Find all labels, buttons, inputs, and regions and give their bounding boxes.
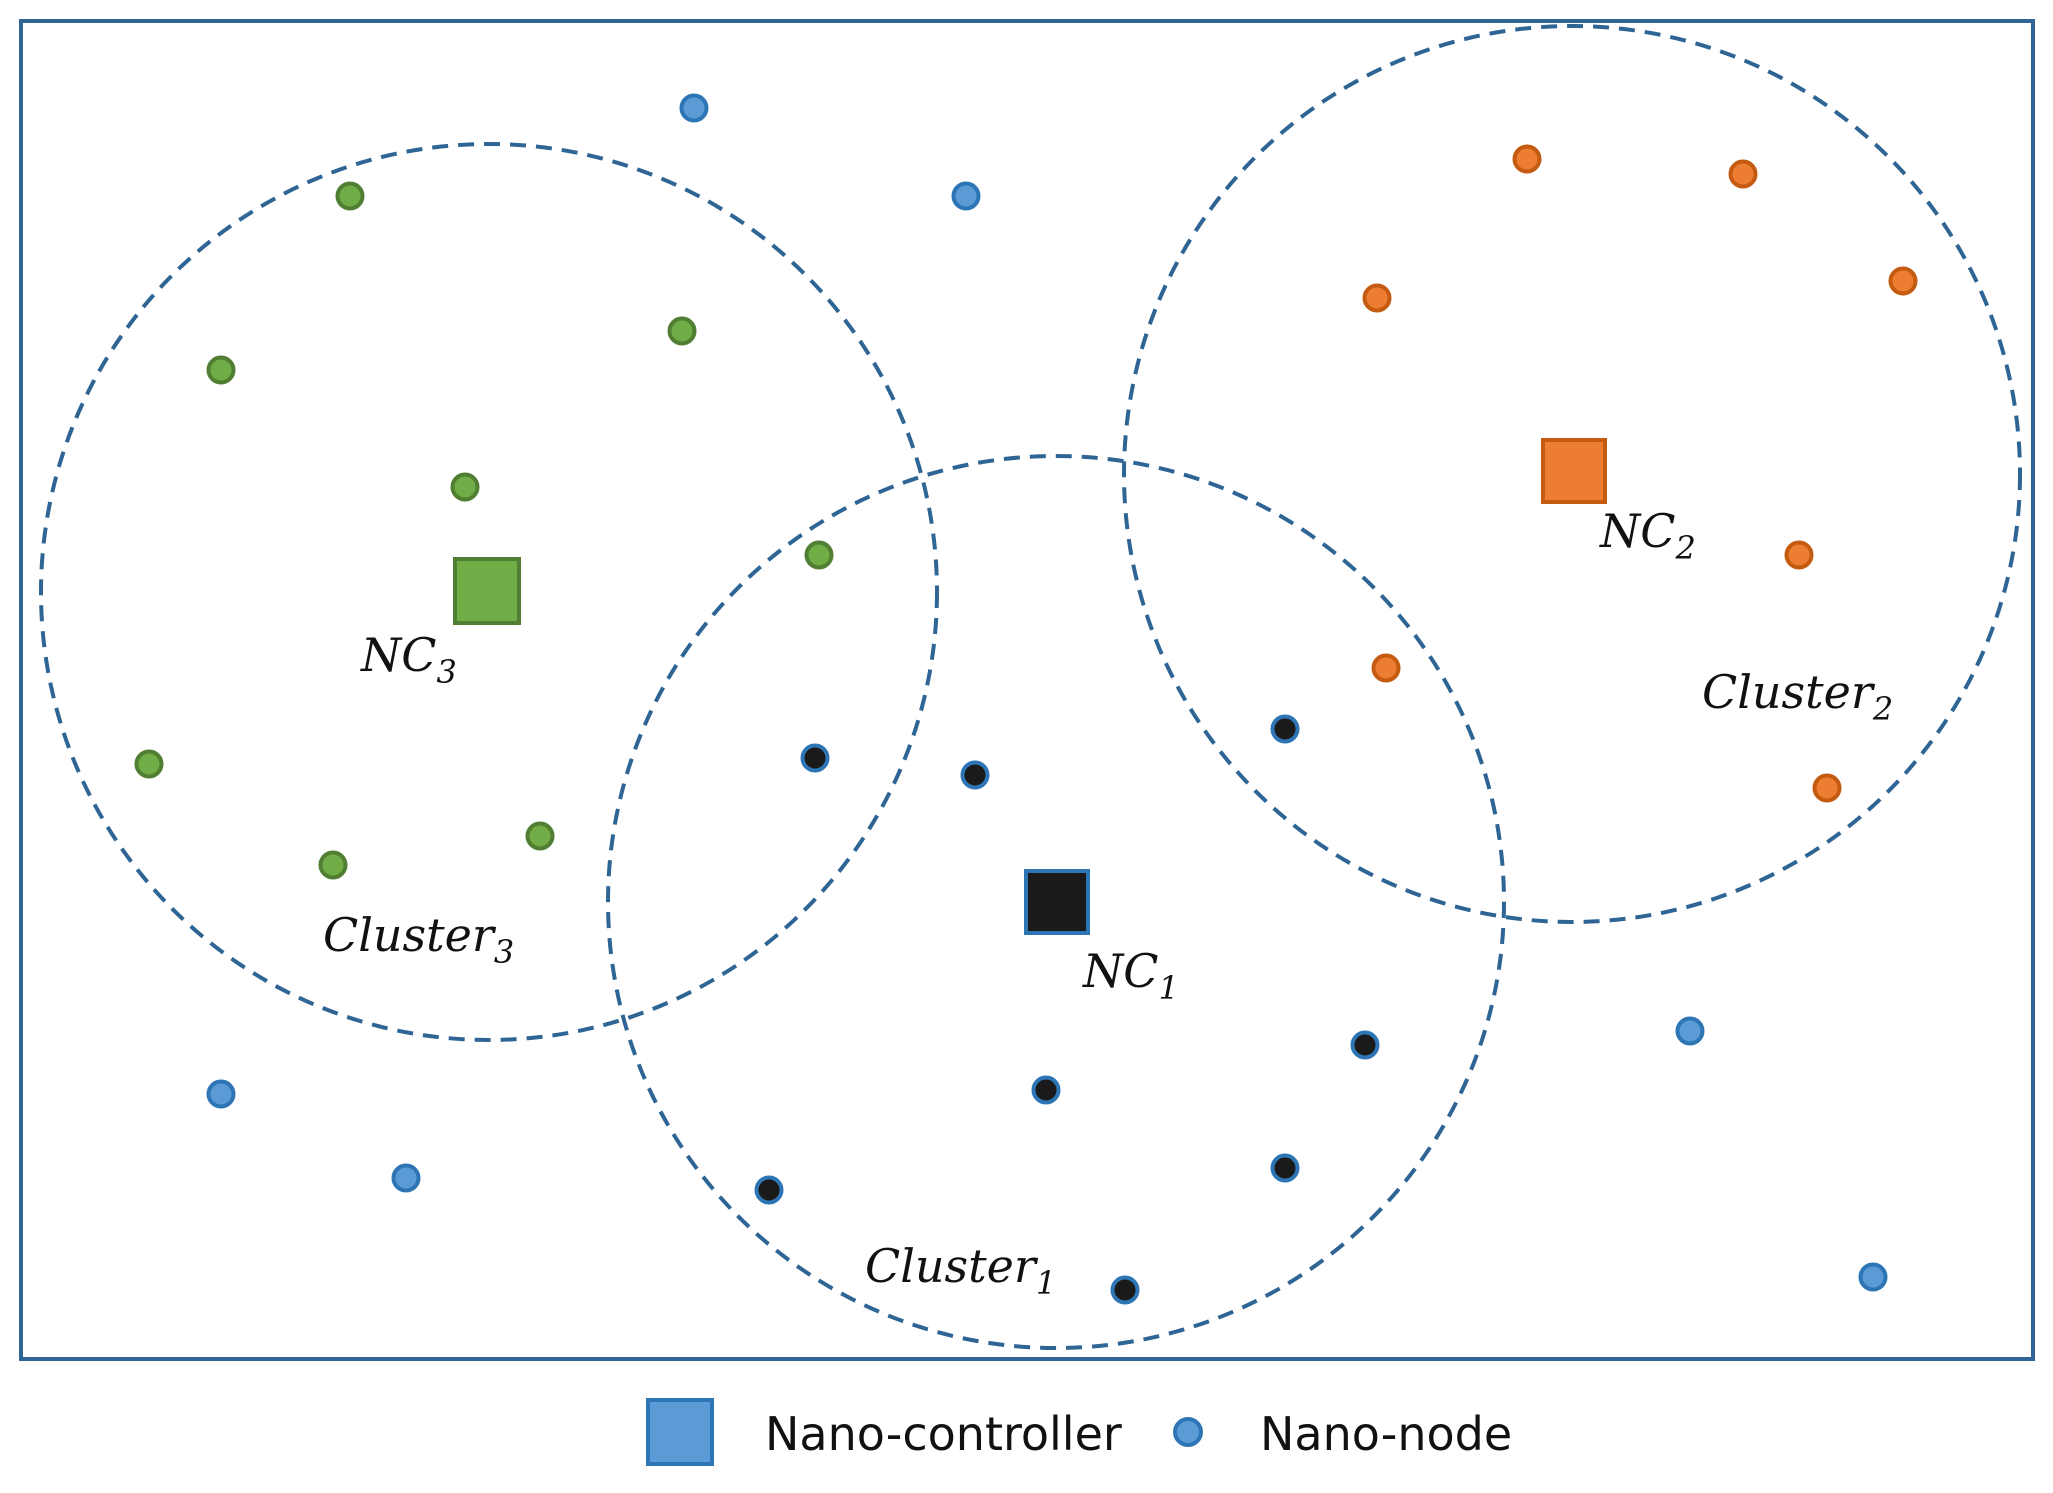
nano-node-blue-5 <box>1675 1016 1705 1046</box>
nano-node-orange-19 <box>1784 540 1814 570</box>
nano-node-blue-1 <box>679 93 709 123</box>
nano-node-orange-17 <box>1362 283 1392 313</box>
nano-node-green-14 <box>525 821 555 851</box>
nano-node-green-11 <box>804 540 834 570</box>
nano-node-green-12 <box>134 749 164 779</box>
legend-controller-label: Nano-controller <box>765 1407 1122 1461</box>
nano-node-orange-20 <box>1371 653 1401 683</box>
nano-node-black-29 <box>1110 1275 1140 1305</box>
nano-node-orange-16 <box>1728 159 1758 189</box>
nano-node-green-7 <box>335 181 365 211</box>
nano-node-orange-15 <box>1512 144 1542 174</box>
nano-node-green-10 <box>450 472 480 502</box>
legend: Nano-controller Nano-node <box>646 1398 1512 1466</box>
cluster3-label: Cluster3 <box>323 908 514 971</box>
cluster-2-boundary <box>1122 24 2022 924</box>
nano-node-black-25 <box>1350 1030 1380 1060</box>
nano-node-black-26 <box>1031 1075 1061 1105</box>
controllers <box>453 438 1607 935</box>
nano-node-green-8 <box>206 355 236 385</box>
cluster1-label: Cluster1 <box>865 1239 1056 1302</box>
controller-nc1-icon <box>1024 869 1090 935</box>
nano-node-black-24 <box>1270 714 1300 744</box>
controller-nc2-icon <box>1541 438 1607 504</box>
controller-nc3-icon <box>453 557 521 625</box>
cluster-1-boundary <box>606 454 1506 1350</box>
nano-node-blue-3 <box>206 1079 236 1109</box>
nano-node-black-27 <box>1270 1153 1300 1183</box>
nc2-label: NC2 <box>1599 504 1696 567</box>
nano-node-orange-18 <box>1888 266 1918 296</box>
cluster2-label: Cluster2 <box>1702 665 1893 728</box>
nano-node-black-22 <box>800 743 830 773</box>
nc1-label: NC1 <box>1082 944 1179 1007</box>
nano-node-black-23 <box>960 760 990 790</box>
nano-node-orange-21 <box>1812 773 1842 803</box>
blue-square-icon <box>646 1398 714 1466</box>
nano-node-black-28 <box>754 1175 784 1205</box>
nano-node-blue-2 <box>951 181 981 211</box>
legend-node-label: Nano-node <box>1260 1407 1512 1461</box>
nano-node-green-9 <box>667 316 697 346</box>
nano-node-green-13 <box>318 850 348 880</box>
nano-nodes <box>134 93 1918 1305</box>
nano-node-blue-4 <box>391 1163 421 1193</box>
frame-border <box>19 19 2035 1361</box>
blue-circle-icon <box>1173 1417 1203 1447</box>
cluster-circles <box>39 24 2022 1350</box>
nano-node-blue-6 <box>1858 1262 1888 1292</box>
cluster-3-boundary <box>39 142 939 1042</box>
nc3-label: NC3 <box>360 628 457 691</box>
